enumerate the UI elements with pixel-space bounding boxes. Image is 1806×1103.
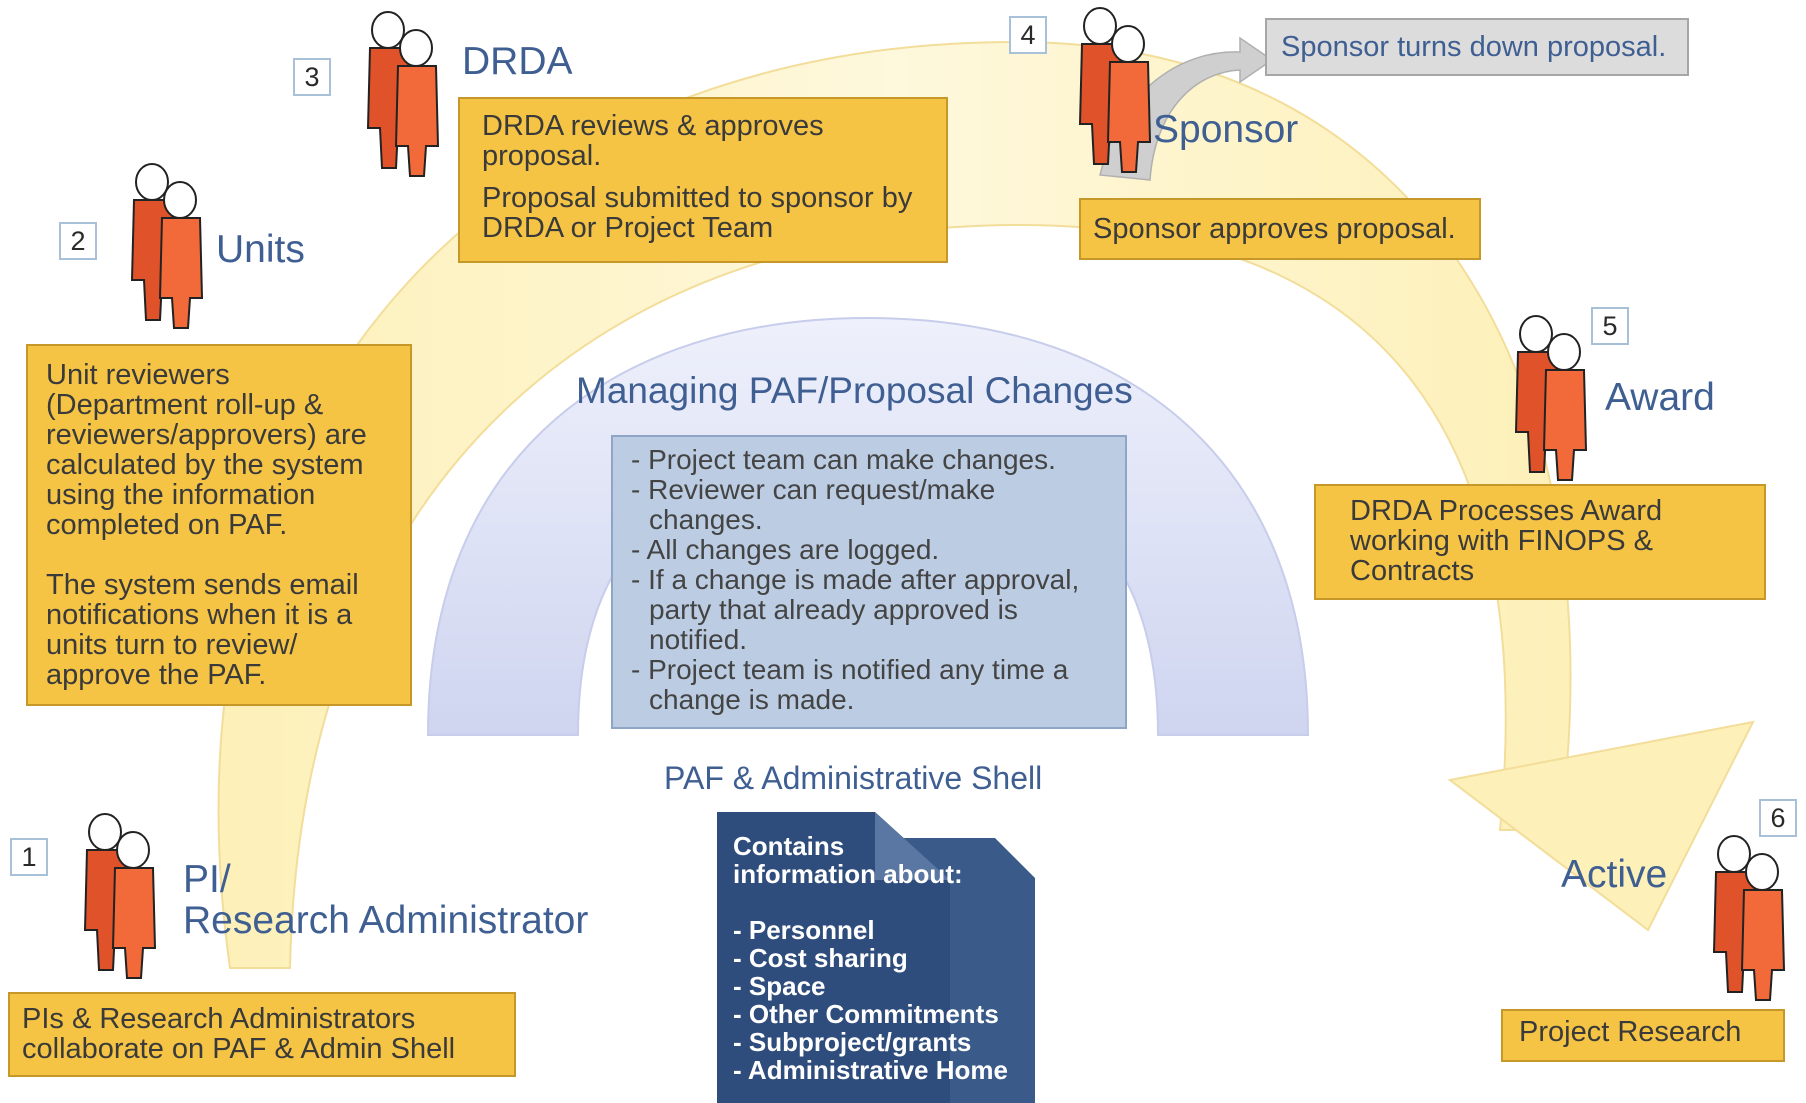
person-icon (1078, 7, 1152, 173)
changes-item: - If a change is made after approval, pa… (631, 564, 1080, 655)
drda-box: DRDA reviews & approves proposal. Propos… (458, 97, 948, 263)
shell-item: - Administrative Home (733, 1055, 1008, 1085)
drda-box-text-2: Proposal submitted to sponsor by DRDA or… (482, 182, 913, 244)
changes-item: - Project team is notified any time a ch… (631, 654, 1069, 715)
person-icon (1712, 835, 1786, 1001)
stage-number-4: 4 (1009, 16, 1047, 54)
shell-item: - Other Commitments (733, 999, 999, 1029)
sponsor-decline-box: Sponsor turns down proposal. (1265, 18, 1689, 76)
shell-intro: Contains information about: (733, 831, 963, 889)
units-box-text-2: The system sends email notifications whe… (46, 569, 359, 691)
stage-number-6: 6 (1759, 799, 1797, 837)
stage-label-pi: PI/ Research Administrator (183, 858, 589, 942)
stage-label-award: Award (1605, 376, 1715, 419)
units-box: Unit reviewers (Department roll-up & rev… (26, 344, 412, 706)
shell-title: PAF & Administrative Shell (664, 760, 1043, 796)
stage-number-5: 5 (1591, 307, 1629, 345)
person-icon (130, 163, 204, 329)
stage-number-3: 3 (293, 58, 331, 96)
stage-number-2: 2 (59, 222, 97, 260)
doc-fold (875, 812, 950, 880)
process-arrow-head (1447, 720, 1755, 932)
shell-item: - Space (733, 971, 826, 1001)
active-box-text: Project Research (1519, 1016, 1742, 1048)
stage-label-drda: DRDA (462, 40, 573, 83)
award-box: DRDA Processes Award working with FINOPS… (1314, 484, 1766, 600)
stage-number-1: 1 (10, 838, 48, 876)
pi-box: PIs & Research Administrators collaborat… (8, 992, 516, 1077)
changes-heading: Managing PAF/Proposal Changes (576, 370, 1133, 411)
person-icon (366, 11, 440, 177)
stage-label-active: Active (1561, 853, 1668, 896)
award-box-text: DRDA Processes Award working with FINOPS… (1350, 495, 1663, 587)
shell-document-text: Contains information about: - Personnel … (733, 832, 1033, 1084)
drda-box-text-1: DRDA reviews & approves proposal. (482, 110, 824, 172)
shell-item: - Cost sharing (733, 943, 908, 973)
sponsor-approve-text: Sponsor approves proposal. (1093, 213, 1456, 245)
pi-box-text: PIs & Research Administrators collaborat… (22, 1003, 456, 1065)
person-icon (83, 813, 157, 979)
doc-front (717, 812, 950, 1103)
units-box-text-1: Unit reviewers (Department roll-up & rev… (46, 359, 367, 541)
changes-box: - Project team can make changes. - Revie… (611, 435, 1127, 729)
shell-item: - Subproject/grants (733, 1027, 972, 1057)
stage-label-units: Units (216, 228, 305, 271)
changes-item: - All changes are logged. (631, 534, 940, 565)
sponsor-approve-box: Sponsor approves proposal. (1079, 198, 1481, 260)
changes-item: - Project team can make changes. (631, 444, 1056, 475)
changes-item: - Reviewer can request/make changes. (631, 474, 996, 535)
person-icon (1514, 315, 1588, 481)
stage-label-sponsor: Sponsor (1153, 108, 1299, 151)
sponsor-decline-text: Sponsor turns down proposal. (1281, 30, 1667, 63)
shell-item: - Personnel (733, 915, 875, 945)
active-box: Project Research (1501, 1009, 1785, 1062)
